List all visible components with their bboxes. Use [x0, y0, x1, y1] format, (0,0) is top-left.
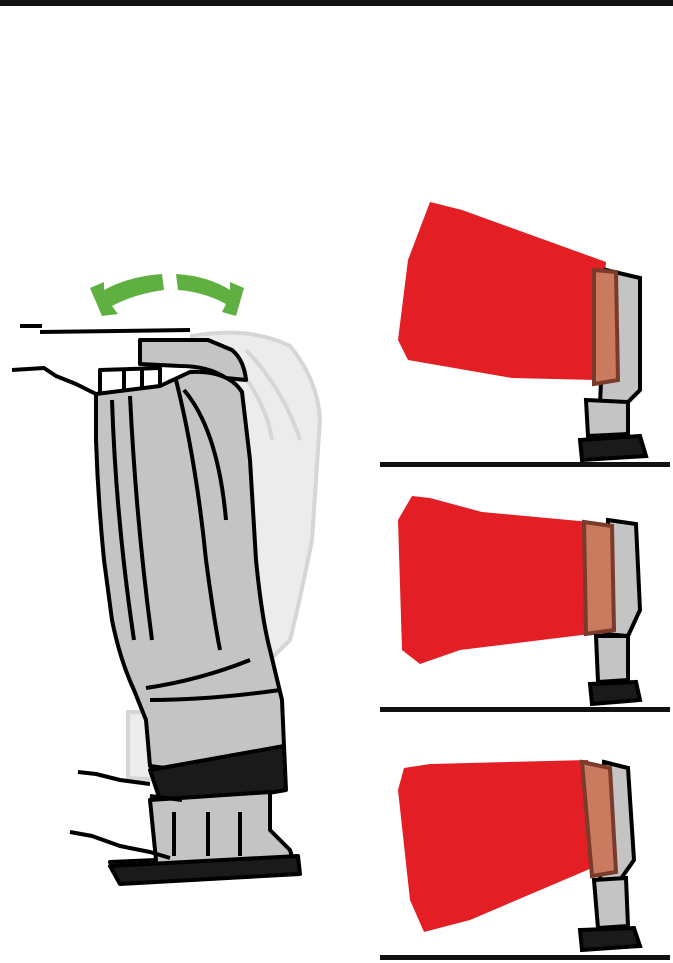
scanner-level-icon: [584, 520, 640, 704]
panel-tilted-up: [380, 202, 670, 467]
floor-line-up: [380, 462, 670, 467]
beam-down: [398, 760, 592, 932]
beam-up: [398, 202, 606, 380]
rotation-arrows-icon: [90, 274, 244, 316]
floor-line-down: [380, 955, 670, 960]
scanner-down-icon: [580, 762, 640, 950]
panel-tilted-down: [380, 760, 670, 960]
beam-level: [398, 496, 590, 664]
panel-level: [380, 496, 670, 712]
rotation-arrow-left: [90, 274, 164, 316]
floor-line-level: [380, 707, 670, 712]
rotation-arrow-right: [176, 274, 244, 316]
